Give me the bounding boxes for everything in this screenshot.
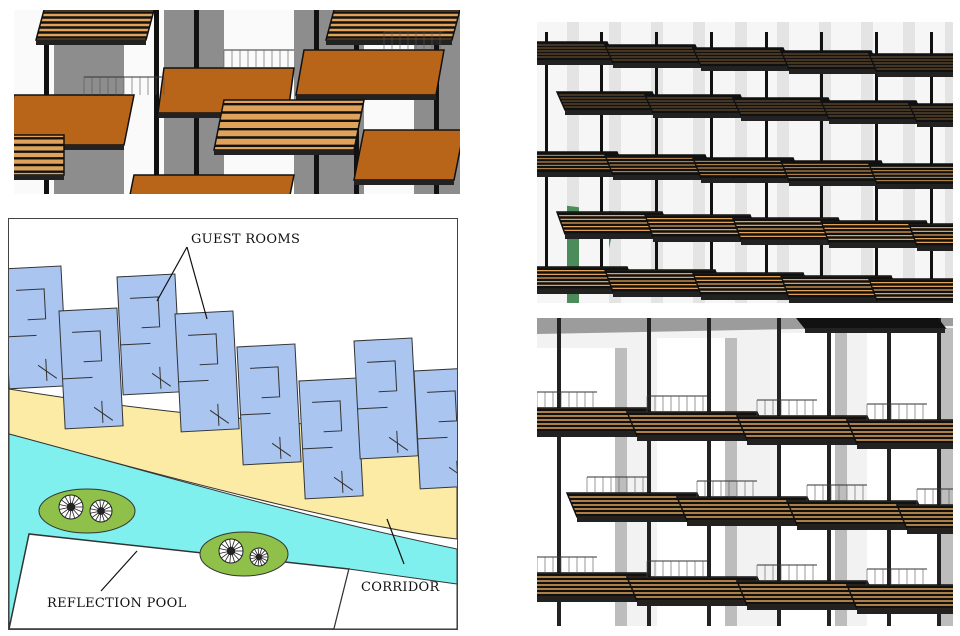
balcony-deck bbox=[643, 94, 750, 118]
flower-icon bbox=[58, 494, 84, 520]
flower-icon bbox=[89, 499, 113, 523]
corridor-area bbox=[9, 388, 457, 540]
balcony-railing bbox=[383, 31, 444, 50]
balcony-deck bbox=[129, 174, 295, 194]
balcony-deck bbox=[895, 504, 953, 534]
balcony-deck bbox=[213, 99, 365, 155]
plan-svg: GUEST ROOMS CORRIDOR REFLECTION POOL bbox=[9, 232, 457, 629]
guest-room bbox=[9, 265, 68, 390]
balcony-railing bbox=[806, 484, 867, 501]
guest-room bbox=[413, 367, 457, 490]
guest-room bbox=[236, 343, 302, 466]
balcony-railing bbox=[916, 488, 953, 505]
balcony-deck bbox=[867, 53, 953, 77]
reflection-pool-label: REFLECTION POOL bbox=[47, 596, 187, 611]
balcony-deck bbox=[907, 223, 953, 251]
balcony-deck bbox=[603, 154, 715, 180]
balcony-railing bbox=[223, 49, 294, 68]
render-bottom-right bbox=[537, 318, 953, 626]
guest-room bbox=[298, 377, 364, 500]
balcony-deck bbox=[735, 580, 879, 610]
balcony-deck bbox=[295, 49, 445, 100]
balcony-deck bbox=[691, 47, 793, 71]
balcony-railing bbox=[537, 556, 597, 573]
planter-left bbox=[38, 488, 136, 534]
balcony-deck bbox=[796, 318, 947, 333]
balcony-deck bbox=[555, 91, 662, 115]
balcony-deck bbox=[867, 278, 953, 303]
balcony-render-closeup bbox=[14, 10, 460, 194]
land-corner bbox=[333, 568, 457, 629]
balcony-deck bbox=[537, 41, 617, 65]
balcony-railing bbox=[866, 403, 927, 420]
balcony-deck bbox=[731, 97, 838, 121]
balcony-render-perspective bbox=[537, 22, 953, 303]
balcony-railing bbox=[537, 391, 597, 408]
balcony-railing bbox=[756, 564, 817, 581]
planter-right bbox=[199, 531, 289, 577]
balcony-deck bbox=[537, 407, 659, 437]
balcony-deck bbox=[867, 163, 953, 189]
balcony-deck bbox=[779, 50, 881, 74]
render-top-right bbox=[537, 22, 953, 303]
balcony-render-elevation bbox=[537, 318, 953, 626]
guest-room bbox=[353, 337, 419, 460]
balcony-deck bbox=[907, 103, 953, 127]
guest-room bbox=[174, 310, 240, 433]
balcony-railing bbox=[646, 395, 707, 412]
balcony-deck bbox=[35, 10, 155, 45]
render-top-left bbox=[14, 10, 460, 194]
flower-icon bbox=[218, 538, 244, 564]
balcony-deck bbox=[537, 572, 659, 602]
leader-lines bbox=[100, 246, 405, 592]
site-plan-diagram: GUEST ROOMS CORRIDOR REFLECTION POOL bbox=[8, 218, 458, 630]
balcony-deck bbox=[735, 415, 879, 445]
balcony-railing bbox=[646, 560, 707, 577]
guest-room-group bbox=[9, 265, 457, 500]
flower-icons bbox=[58, 494, 269, 567]
balcony-deck bbox=[691, 157, 803, 183]
balcony-deck bbox=[779, 160, 891, 186]
balcony-deck bbox=[819, 100, 926, 124]
balcony-deck bbox=[353, 129, 460, 185]
flower-icon bbox=[249, 547, 269, 567]
balcony-railing bbox=[756, 399, 817, 416]
balcony-railing bbox=[83, 76, 165, 95]
balcony-deck bbox=[845, 584, 953, 614]
balcony-deck bbox=[643, 214, 760, 242]
balcony-railing bbox=[696, 480, 757, 497]
guest-rooms-label: GUEST ROOMS bbox=[191, 232, 300, 247]
balcony-deck bbox=[603, 44, 705, 68]
balcony-deck bbox=[14, 134, 65, 180]
balcony-deck bbox=[731, 217, 848, 245]
guest-room bbox=[116, 273, 182, 396]
balcony-deck bbox=[625, 576, 769, 606]
balcony-deck bbox=[845, 419, 953, 449]
corridor-label: CORRIDOR bbox=[361, 580, 440, 595]
balcony-railing bbox=[586, 476, 647, 493]
guest-room bbox=[58, 307, 124, 430]
balcony-railing bbox=[866, 568, 927, 585]
